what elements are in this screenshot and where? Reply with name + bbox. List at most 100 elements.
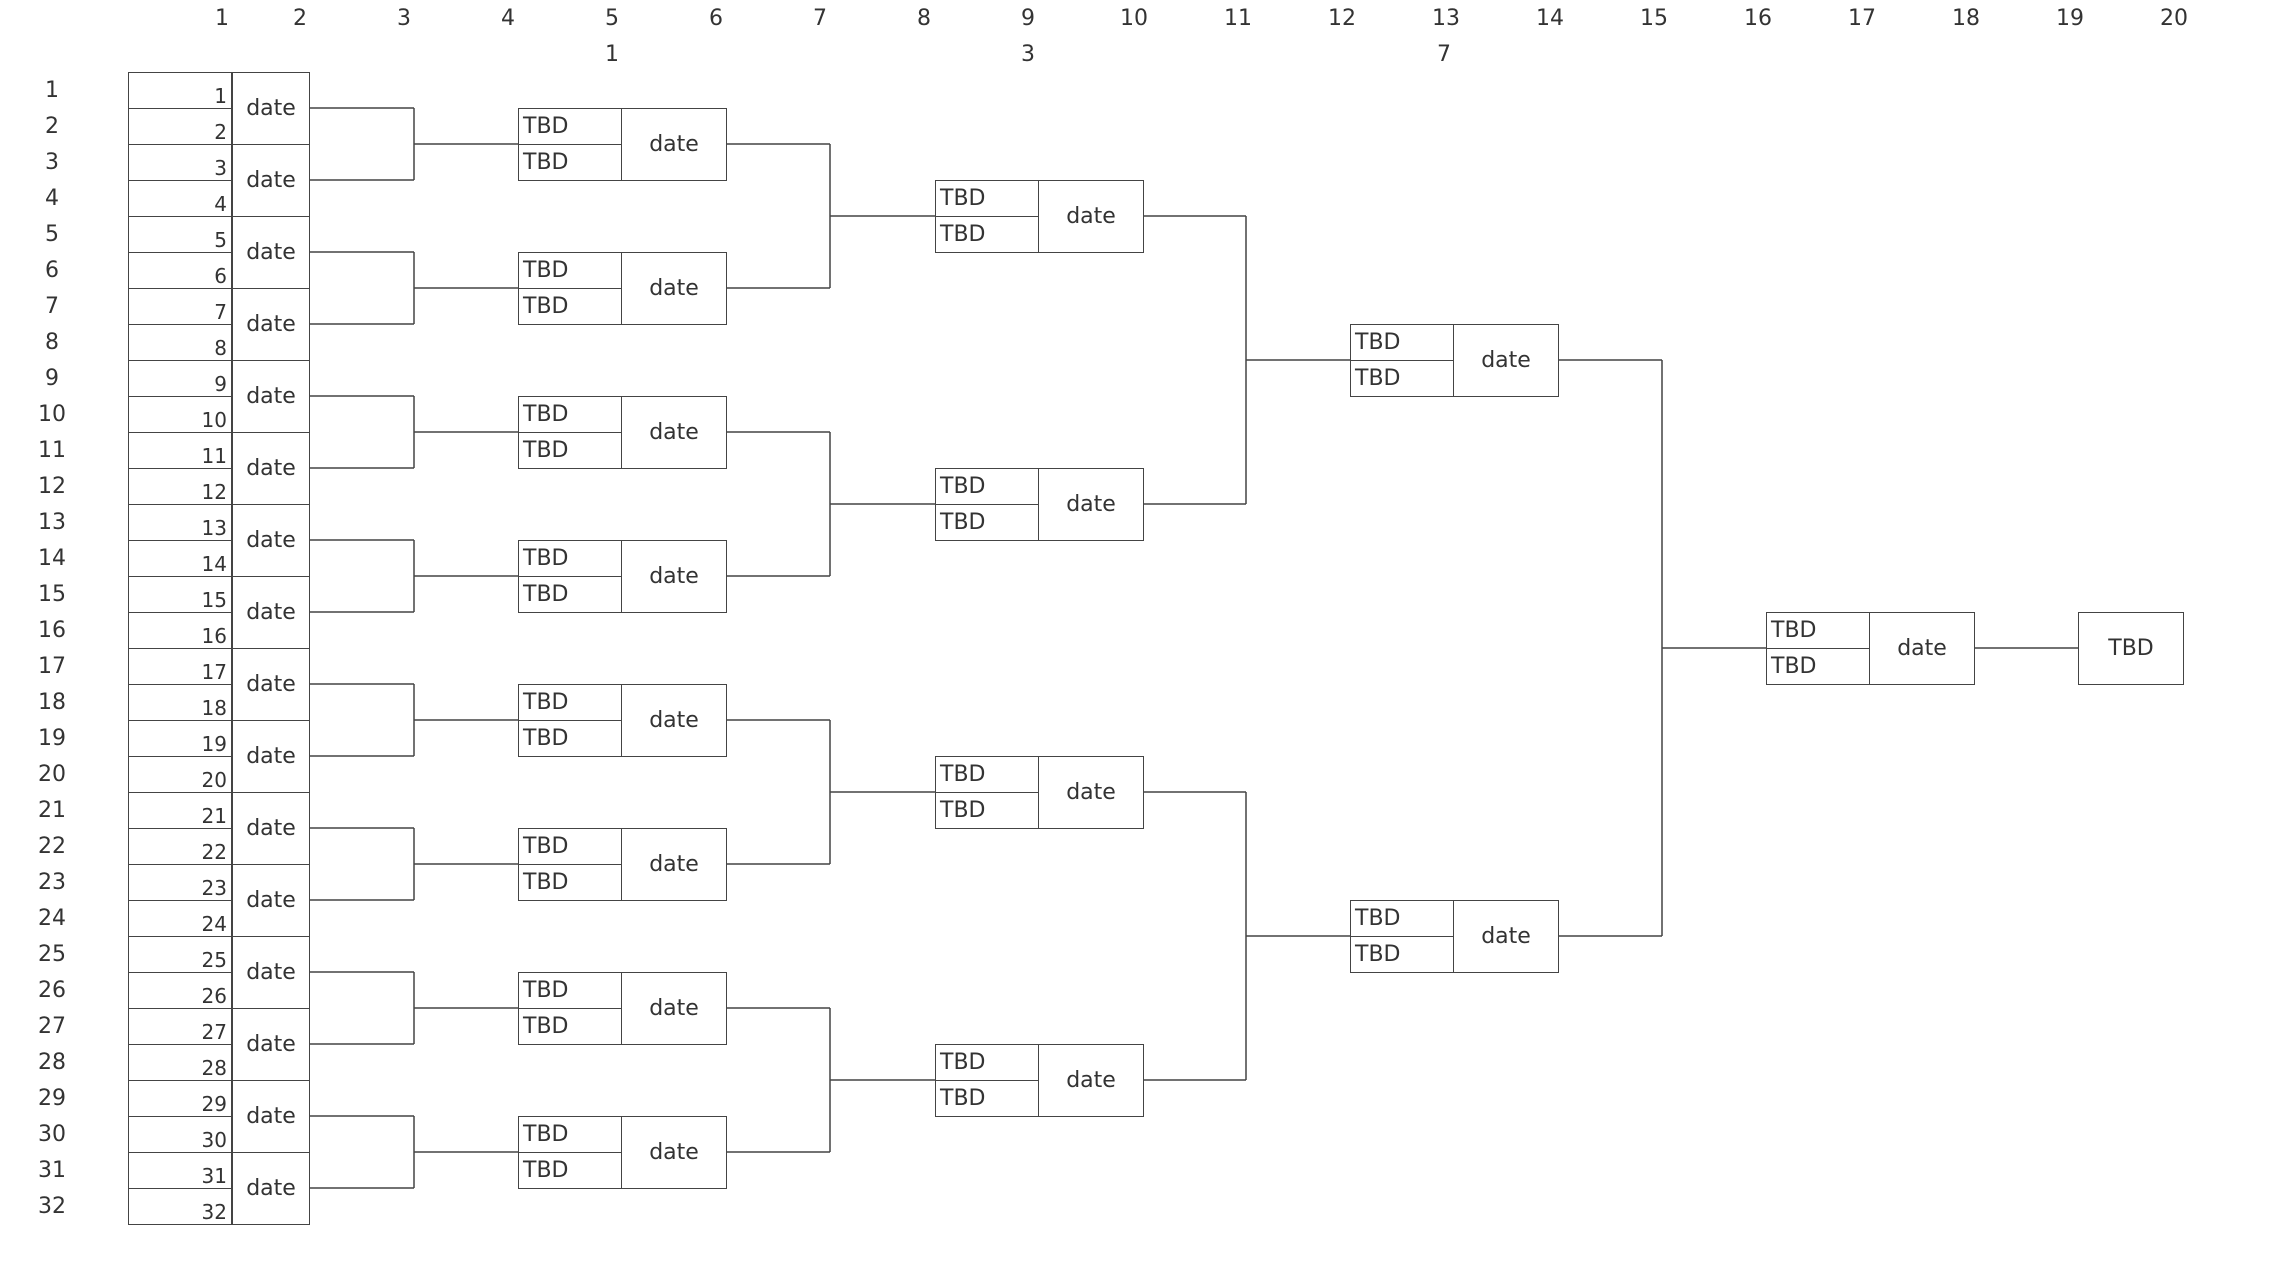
- match-date-round1: date: [232, 144, 310, 217]
- seed-cell: 18: [128, 684, 232, 721]
- match-date-round1: date: [232, 936, 310, 1009]
- seed-cell: 11: [128, 432, 232, 469]
- champion-box: TBD: [2078, 612, 2184, 685]
- row-number-8: 8: [45, 330, 59, 355]
- seed-cell: 30: [128, 1116, 232, 1153]
- seed-cell: 5: [128, 216, 232, 253]
- round2-team-top: TBD: [518, 828, 622, 865]
- column-number-10: 10: [1120, 6, 1148, 31]
- round4-team-top: TBD: [1350, 324, 1454, 361]
- match-date-round1: date: [232, 504, 310, 577]
- seed-cell: 21: [128, 792, 232, 829]
- seed-cell: 14: [128, 540, 232, 577]
- match-date-round1: date: [232, 864, 310, 937]
- round3-team-top: TBD: [935, 180, 1039, 217]
- seed-cell: 20: [128, 756, 232, 793]
- final-date: date: [1869, 612, 1975, 685]
- match-date-round1: date: [232, 288, 310, 361]
- round2-date: date: [621, 396, 727, 469]
- round2-team-top: TBD: [518, 108, 622, 145]
- column-number-20: 20: [2160, 6, 2188, 31]
- seed-cell: 9: [128, 360, 232, 397]
- row-number-10: 10: [38, 402, 66, 427]
- round3-team-top: TBD: [935, 1044, 1039, 1081]
- column-number-8: 8: [917, 6, 931, 31]
- match-date-round1: date: [232, 72, 310, 145]
- round4-team-bottom: TBD: [1350, 936, 1454, 973]
- seed-cell: 22: [128, 828, 232, 865]
- column-number-2: 2: [293, 6, 307, 31]
- round4-date: date: [1453, 900, 1559, 973]
- column-number-9: 9: [1021, 6, 1035, 31]
- final-team-top: TBD: [1766, 612, 1870, 649]
- column-number-18: 18: [1952, 6, 1980, 31]
- row-number-14: 14: [38, 546, 66, 571]
- row-number-2: 2: [45, 114, 59, 139]
- row-number-6: 6: [45, 258, 59, 283]
- seed-cell: 31: [128, 1152, 232, 1189]
- round2-date: date: [621, 684, 727, 757]
- column-number-14: 14: [1536, 6, 1564, 31]
- seed-cell: 6: [128, 252, 232, 289]
- round3-date: date: [1038, 468, 1144, 541]
- match-date-round1: date: [232, 792, 310, 865]
- round2-date: date: [621, 1116, 727, 1189]
- row-number-17: 17: [38, 654, 66, 679]
- match-date-round1: date: [232, 216, 310, 289]
- seed-cell: 7: [128, 288, 232, 325]
- column-number-19: 19: [2056, 6, 2084, 31]
- round2-team-top: TBD: [518, 684, 622, 721]
- round3-team-top: TBD: [935, 468, 1039, 505]
- row-number-31: 31: [38, 1158, 66, 1183]
- row-number-18: 18: [38, 690, 66, 715]
- round3-team-bottom: TBD: [935, 792, 1039, 829]
- seed-cell: 1: [128, 72, 232, 109]
- seed-cell: 4: [128, 180, 232, 217]
- row-number-13: 13: [38, 510, 66, 535]
- round2-team-bottom: TBD: [518, 576, 622, 613]
- round3-date: date: [1038, 1044, 1144, 1117]
- seed-cell: 13: [128, 504, 232, 541]
- round2-team-bottom: TBD: [518, 144, 622, 181]
- round4-date: date: [1453, 324, 1559, 397]
- final-team-bottom: TBD: [1766, 648, 1870, 685]
- column-number-16: 16: [1744, 6, 1772, 31]
- seed-cell: 27: [128, 1008, 232, 1045]
- row-number-27: 27: [38, 1014, 66, 1039]
- round3-date: date: [1038, 180, 1144, 253]
- match-date-round1: date: [232, 720, 310, 793]
- seed-cell: 25: [128, 936, 232, 973]
- column-number-15: 15: [1640, 6, 1668, 31]
- round2-date: date: [621, 828, 727, 901]
- row-number-22: 22: [38, 834, 66, 859]
- seed-cell: 24: [128, 900, 232, 937]
- column-number-17: 17: [1848, 6, 1876, 31]
- row-number-20: 20: [38, 762, 66, 787]
- seed-cell: 17: [128, 648, 232, 685]
- round2-date: date: [621, 540, 727, 613]
- row-number-9: 9: [45, 366, 59, 391]
- round3-team-bottom: TBD: [935, 1080, 1039, 1117]
- round2-team-top: TBD: [518, 252, 622, 289]
- column-number-3: 3: [397, 6, 411, 31]
- match-date-round1: date: [232, 576, 310, 649]
- row-number-25: 25: [38, 942, 66, 967]
- row-number-7: 7: [45, 294, 59, 319]
- column-number-11: 11: [1224, 6, 1252, 31]
- column-number-7: 7: [813, 6, 827, 31]
- round2-team-bottom: TBD: [518, 1008, 622, 1045]
- row-number-15: 15: [38, 582, 66, 607]
- match-date-round1: date: [232, 1008, 310, 1081]
- row-number-1: 1: [45, 78, 59, 103]
- round-header: 7: [1437, 42, 1451, 67]
- row-number-16: 16: [38, 618, 66, 643]
- round2-date: date: [621, 252, 727, 325]
- round2-team-top: TBD: [518, 540, 622, 577]
- seed-cell: 15: [128, 576, 232, 613]
- row-number-26: 26: [38, 978, 66, 1003]
- column-number-13: 13: [1432, 6, 1460, 31]
- match-date-round1: date: [232, 648, 310, 721]
- round2-date: date: [621, 972, 727, 1045]
